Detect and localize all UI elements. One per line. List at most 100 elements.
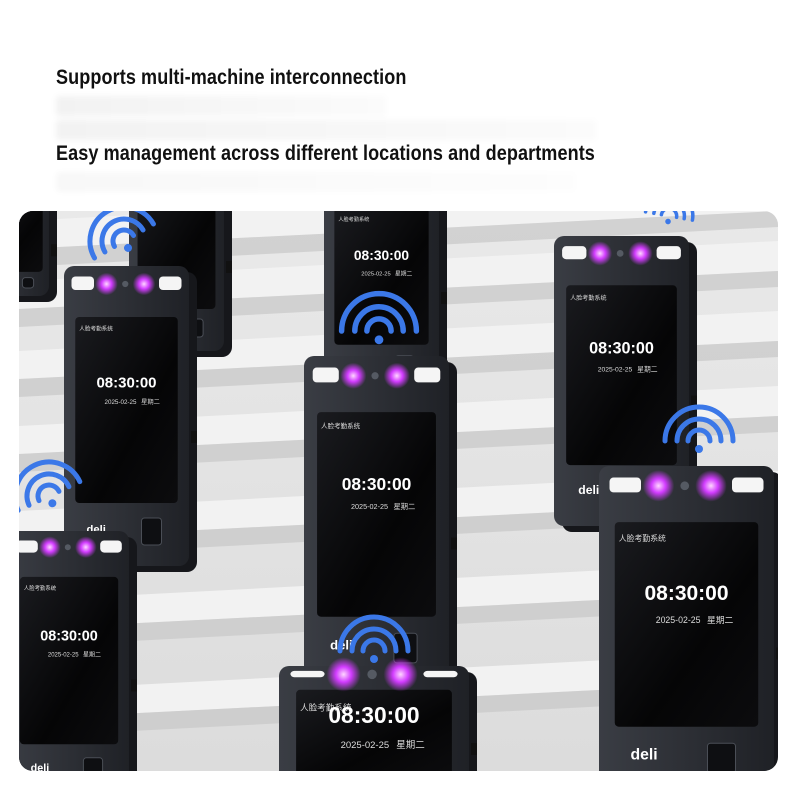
device-group: delidelideli人脸考勤系统08:30:002025-02-25星期二d… xyxy=(19,211,778,771)
clock-date: 2025-02-25 xyxy=(48,652,79,658)
clock-date: 2025-02-25 xyxy=(598,366,633,373)
ir-light-bar xyxy=(656,246,681,260)
clock-time: 08:30:00 xyxy=(644,582,728,605)
system-label: 人脸考勤系统 xyxy=(619,533,666,543)
fingerprint-sensor-icon xyxy=(82,757,104,771)
headline-interconnection: Supports multi-machine interconnection xyxy=(56,66,407,89)
ir-light-bar xyxy=(19,540,38,553)
ir-light-bar xyxy=(609,477,641,493)
ghost-text-shadow xyxy=(56,172,576,192)
side-button xyxy=(691,395,697,408)
clock-weekday: 星期二 xyxy=(707,615,733,625)
clock-weekday: 星期二 xyxy=(396,740,425,751)
device-screen xyxy=(614,522,759,727)
product-photo: delidelideli人脸考勤系统08:30:002025-02-25星期二d… xyxy=(19,211,778,771)
wifi-arc xyxy=(99,216,146,255)
camera-icon xyxy=(680,481,690,491)
wifi-dot xyxy=(48,499,57,508)
wifi-arc xyxy=(338,290,420,334)
ghost-text-shadow xyxy=(56,120,596,140)
clock-date: 2025-02-25 xyxy=(351,502,388,511)
ir-light-bar xyxy=(100,540,122,553)
camera-glow-icon xyxy=(642,470,675,502)
clock-weekday: 星期二 xyxy=(141,398,160,406)
camera-glow-icon xyxy=(75,536,97,558)
headline-management: Easy management across different locatio… xyxy=(56,142,595,165)
clock-date: 2025-02-25 xyxy=(105,399,137,406)
product-scene: delidelideli人脸考勤系统08:30:002025-02-25星期二d… xyxy=(19,211,778,771)
device-screen xyxy=(566,285,677,466)
wifi-dot xyxy=(374,335,384,345)
camera-glow-icon xyxy=(95,272,118,296)
camera-icon xyxy=(371,372,379,380)
clock-time: 08:30:00 xyxy=(342,474,412,494)
wifi-icon xyxy=(643,211,695,225)
ir-light-bar xyxy=(71,276,94,290)
deli-logo: deli xyxy=(31,762,50,771)
ir-light-bar xyxy=(159,276,182,290)
device-screen xyxy=(19,211,43,272)
camera-glow-icon xyxy=(587,241,613,266)
side-button xyxy=(191,431,197,443)
ir-light-bar xyxy=(414,367,441,383)
system-label: 人脸考勤系统 xyxy=(300,701,352,712)
camera-glow-icon xyxy=(383,362,410,389)
device-screen xyxy=(296,689,452,771)
camera-icon xyxy=(64,544,71,551)
clock-time: 08:30:00 xyxy=(328,702,419,728)
system-label: 人脸考勤系统 xyxy=(79,325,113,333)
device-screen xyxy=(19,576,119,745)
system-label: 人脸考勤系统 xyxy=(570,294,606,302)
wifi-arc xyxy=(674,416,724,444)
camera-glow-icon xyxy=(383,657,418,692)
clock-time: 08:30:00 xyxy=(96,375,156,392)
wifi-dot xyxy=(695,445,703,453)
wifi-arc xyxy=(19,459,83,513)
wifi-arc xyxy=(652,211,687,221)
wifi-arc xyxy=(87,211,156,261)
clock-weekday: 星期二 xyxy=(393,502,415,511)
wifi-icon xyxy=(19,459,83,513)
side-button xyxy=(451,537,457,550)
camera-glow-icon xyxy=(39,536,61,558)
camera-glow-icon xyxy=(340,362,367,389)
side-button xyxy=(471,743,477,755)
camera-glow-icon xyxy=(628,241,653,266)
ir-light-bar xyxy=(423,670,458,678)
camera-glow-icon xyxy=(695,470,727,502)
system-label: 人脸考勤系统 xyxy=(24,584,57,592)
device-screen xyxy=(317,412,436,617)
wifi-arc xyxy=(24,471,72,508)
attendance-device: deli 人脸考勤系统 08:30:00 2025-02-25 星期二 xyxy=(599,466,778,771)
side-button xyxy=(441,292,447,304)
wifi-arc xyxy=(685,427,713,444)
wifi-arc xyxy=(35,482,62,504)
wifi-icon xyxy=(662,404,736,453)
wifi-arc xyxy=(360,637,388,654)
wifi-group xyxy=(19,211,736,663)
device-screen xyxy=(75,317,178,503)
deli-logo: deli xyxy=(578,483,599,497)
wifi-icon xyxy=(87,211,156,261)
fingerprint-sensor-icon xyxy=(707,742,736,771)
wifi-icon xyxy=(338,290,420,345)
camera-glow-icon xyxy=(132,272,156,296)
clock-date: 2025-02-25 xyxy=(656,615,701,625)
fingerprint-sensor-icon xyxy=(21,277,35,289)
wifi-icon xyxy=(337,614,411,663)
side-button xyxy=(226,261,232,273)
deli-logo: deli xyxy=(631,747,658,764)
clock-weekday: 星期二 xyxy=(395,270,412,277)
wifi-arc xyxy=(352,304,406,334)
clock-date: 2025-02-25 xyxy=(341,740,390,751)
wifi-arc xyxy=(659,211,679,220)
ir-light-bar xyxy=(290,670,325,678)
wifi-arc xyxy=(364,316,394,334)
system-label: 人脸考勤系统 xyxy=(321,421,361,430)
ir-light-bar xyxy=(732,477,764,493)
clock-time: 08:30:00 xyxy=(354,248,410,263)
